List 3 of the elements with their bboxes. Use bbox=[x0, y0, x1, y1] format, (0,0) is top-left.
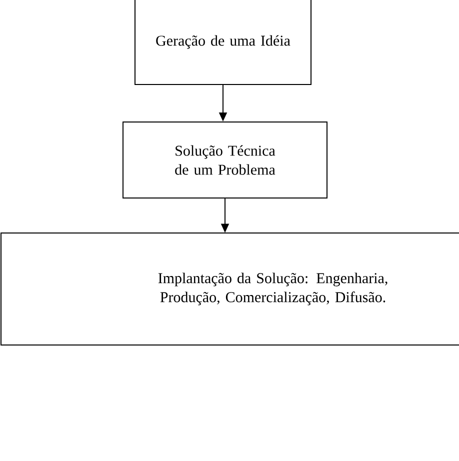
process-box: Geração de uma Idéia bbox=[134, 0, 312, 85]
process-box: Solução Técnica de um Problema bbox=[122, 122, 328, 198]
process-box: Implantação da Solução: Engenharia, Produção, Comercialização, Difusão. bbox=[0, 232, 459, 346]
